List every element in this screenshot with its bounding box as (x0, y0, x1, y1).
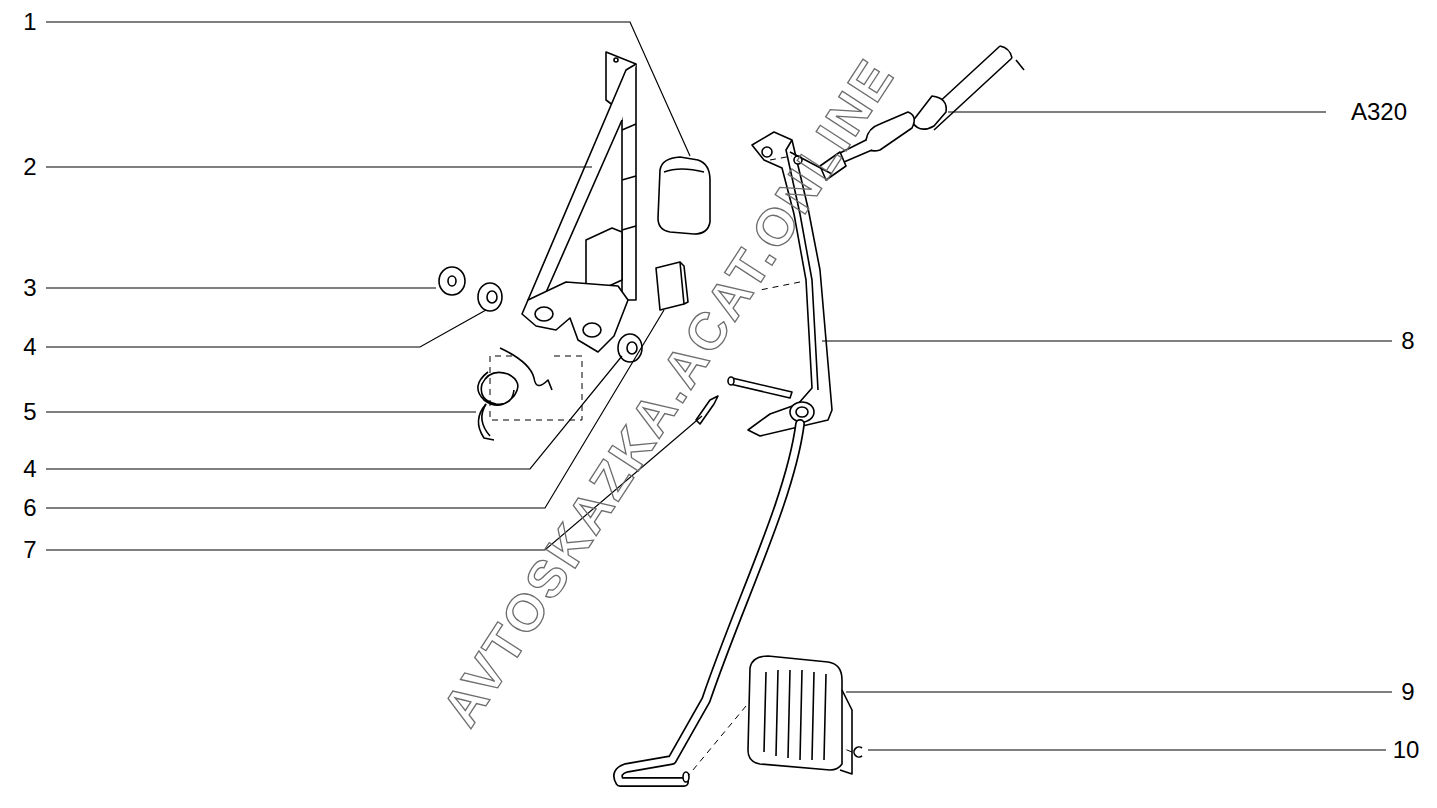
callout-number: 6 (23, 496, 36, 520)
return-spring (478, 348, 552, 440)
callout-number: 1 (23, 10, 36, 34)
pedal-bracket (522, 52, 636, 352)
pedal-pad (748, 656, 852, 774)
watermark: AVTOSKAZKA.ACAT.ONLINE (433, 50, 903, 735)
leader-lines (46, 22, 1392, 750)
stop-pad (656, 262, 684, 310)
rubber-cap (658, 157, 710, 234)
callout-number: 5 (23, 400, 36, 424)
assembly-lines (490, 156, 852, 776)
washers (439, 267, 642, 362)
retaining-clip (854, 747, 862, 757)
callout-number: 2 (23, 155, 36, 179)
callout-number: 3 (23, 276, 36, 300)
callout-number: 8 (1401, 329, 1414, 353)
callout-number: 10 (1393, 738, 1420, 762)
callout-number: 4 (23, 457, 36, 481)
callout-number: 4 (23, 335, 36, 359)
callout-number: 7 (23, 538, 36, 562)
part-code: A320 (1351, 100, 1407, 124)
callout-number: 9 (1401, 680, 1414, 704)
